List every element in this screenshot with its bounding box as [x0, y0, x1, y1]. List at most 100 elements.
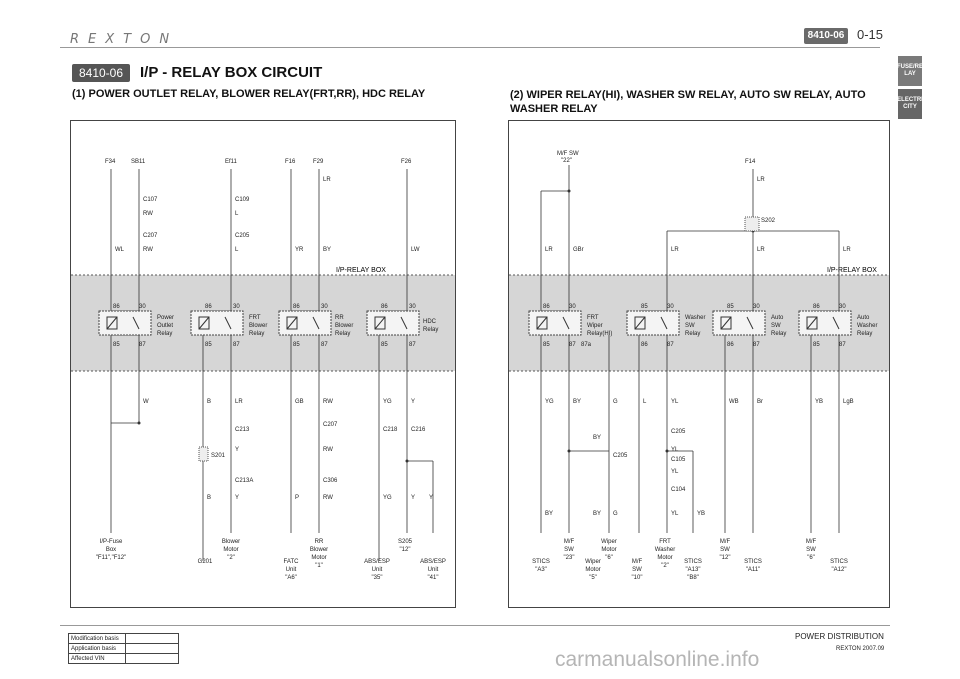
wire-color: YB — [697, 511, 705, 517]
relay-name: Blower — [335, 323, 353, 329]
connector-label: C207 — [323, 422, 338, 428]
pin-label: 30 — [839, 304, 846, 310]
destination-label: FATC — [284, 559, 300, 565]
relay-symbols — [98, 310, 420, 336]
relay-name: Relay — [423, 327, 438, 333]
destination-label: "A13" — [686, 567, 701, 573]
relay-name: Wiper — [587, 323, 603, 329]
destination-label: STICS — [744, 559, 762, 565]
wire-color: Y — [429, 495, 433, 501]
washer-sw-relay — [626, 310, 680, 336]
side-tab-fuse-relay[interactable]: FUSE/RE LAY — [897, 56, 923, 86]
pin-label: 85 — [113, 342, 120, 348]
destination-label: "F11","F12" — [96, 555, 126, 561]
destination-label: "10" — [632, 575, 643, 581]
connector-label: C107 — [143, 197, 158, 203]
frt-blower-relay — [190, 310, 244, 336]
pin-label: 30 — [667, 304, 674, 310]
destination-label: "41" — [428, 575, 439, 581]
wire-color: BY — [593, 511, 601, 517]
destination-label: SW — [720, 547, 730, 553]
wire-color: Y — [411, 399, 415, 405]
watermark: carmanualsonline.info — [555, 648, 760, 671]
wire-color: YG — [383, 495, 392, 501]
junction-dots — [137, 421, 409, 463]
fuse-label: F34 — [105, 159, 116, 165]
wire-color: YG — [545, 399, 554, 405]
wire-color: G — [613, 511, 618, 517]
wire-color: LR — [235, 399, 243, 405]
relay-name: Relay — [857, 331, 872, 337]
wire-color: LR — [323, 177, 331, 183]
wire-color: YL — [671, 511, 679, 517]
mod-basis-label: Modification basis — [68, 633, 126, 644]
page-number: 0-15 — [857, 27, 884, 42]
destination-label: ABS/ESP — [420, 559, 446, 565]
app-basis-label: Application basis — [68, 643, 126, 654]
pin-label: 87 — [753, 342, 760, 348]
fuse-label: F14 — [745, 159, 756, 165]
header-section-badge: 8410-06 — [804, 28, 848, 44]
pin-label: 30 — [753, 304, 760, 310]
pin-label: 87 — [321, 342, 328, 348]
header-rule — [60, 47, 880, 48]
destination-label: "2" — [661, 563, 669, 569]
pin-label: 87 — [139, 342, 146, 348]
wire-color: W — [143, 399, 149, 405]
wire-color: LR — [545, 247, 553, 253]
wire-color: B — [207, 399, 211, 405]
hdc-relay — [366, 310, 420, 336]
wire-color: YL — [671, 399, 679, 405]
footer-model: REXTON 2007.09 — [836, 646, 885, 652]
pin-label: 85 — [641, 304, 648, 310]
pin-label: 87 — [839, 342, 846, 348]
pin-label: 85 — [813, 342, 820, 348]
pin-label: 30 — [139, 304, 146, 310]
relay-name: Relay — [685, 331, 700, 337]
destination-label: ABS/ESP — [364, 559, 390, 565]
brand-logo: REXTON — [70, 32, 179, 47]
top-label: M/F SW — [557, 151, 579, 157]
ground-label: G201 — [198, 559, 213, 565]
wire-color: BY — [593, 435, 601, 441]
diagram1-heading: (1) POWER OUTLET RELAY, BLOWER RELAY(FRT… — [72, 88, 426, 100]
splice-label: S202 — [761, 218, 776, 224]
wire-color: RW — [323, 447, 333, 453]
wire-color: RW — [323, 495, 333, 501]
relay-name: Washer — [857, 323, 877, 329]
connector-label: C213A — [235, 478, 253, 484]
destination-label: Motor — [311, 555, 326, 561]
side-tab-electricity[interactable]: ELECTRI CITY — [897, 89, 923, 119]
relay-name: Relay(HI) — [587, 331, 612, 337]
connector-label: C109 — [235, 197, 250, 203]
pin-label: 87a — [581, 342, 592, 348]
relay-name: SW — [771, 323, 781, 329]
relay-name: Outlet — [157, 323, 173, 329]
wire-color: Br — [757, 399, 763, 405]
destination-label: Wiper — [585, 559, 601, 565]
wire-color: LR — [671, 247, 679, 253]
relay-name: Relay — [335, 331, 350, 337]
circuit-diagram-1: I/P-RELAY BOX — [70, 120, 456, 608]
relay-name: FRT — [587, 315, 599, 321]
fuse-label: F16 — [285, 159, 296, 165]
wire-color: Y — [235, 447, 239, 453]
pin-label: 86 — [727, 342, 734, 348]
destination-label: "A6" — [285, 575, 297, 581]
connector-label: C104 — [671, 487, 686, 493]
top-label: "22" — [561, 158, 572, 164]
pin-label: 85 — [543, 342, 550, 348]
wire-color: GBr — [573, 247, 584, 253]
destination-label: SW — [632, 567, 642, 573]
wire-color: LR — [757, 177, 765, 183]
wire-color: G — [613, 399, 618, 405]
auto-washer-relay — [798, 310, 852, 336]
relay-name: Auto — [771, 315, 784, 321]
wire-color: LW — [411, 247, 420, 253]
relay-name: Auto — [857, 315, 870, 321]
relay-name: FRT — [249, 315, 261, 321]
wire-color: YG — [383, 399, 392, 405]
destination-label: M/F — [806, 539, 817, 545]
destination-label: Blower — [222, 539, 240, 545]
fuse-label: F29 — [313, 159, 324, 165]
